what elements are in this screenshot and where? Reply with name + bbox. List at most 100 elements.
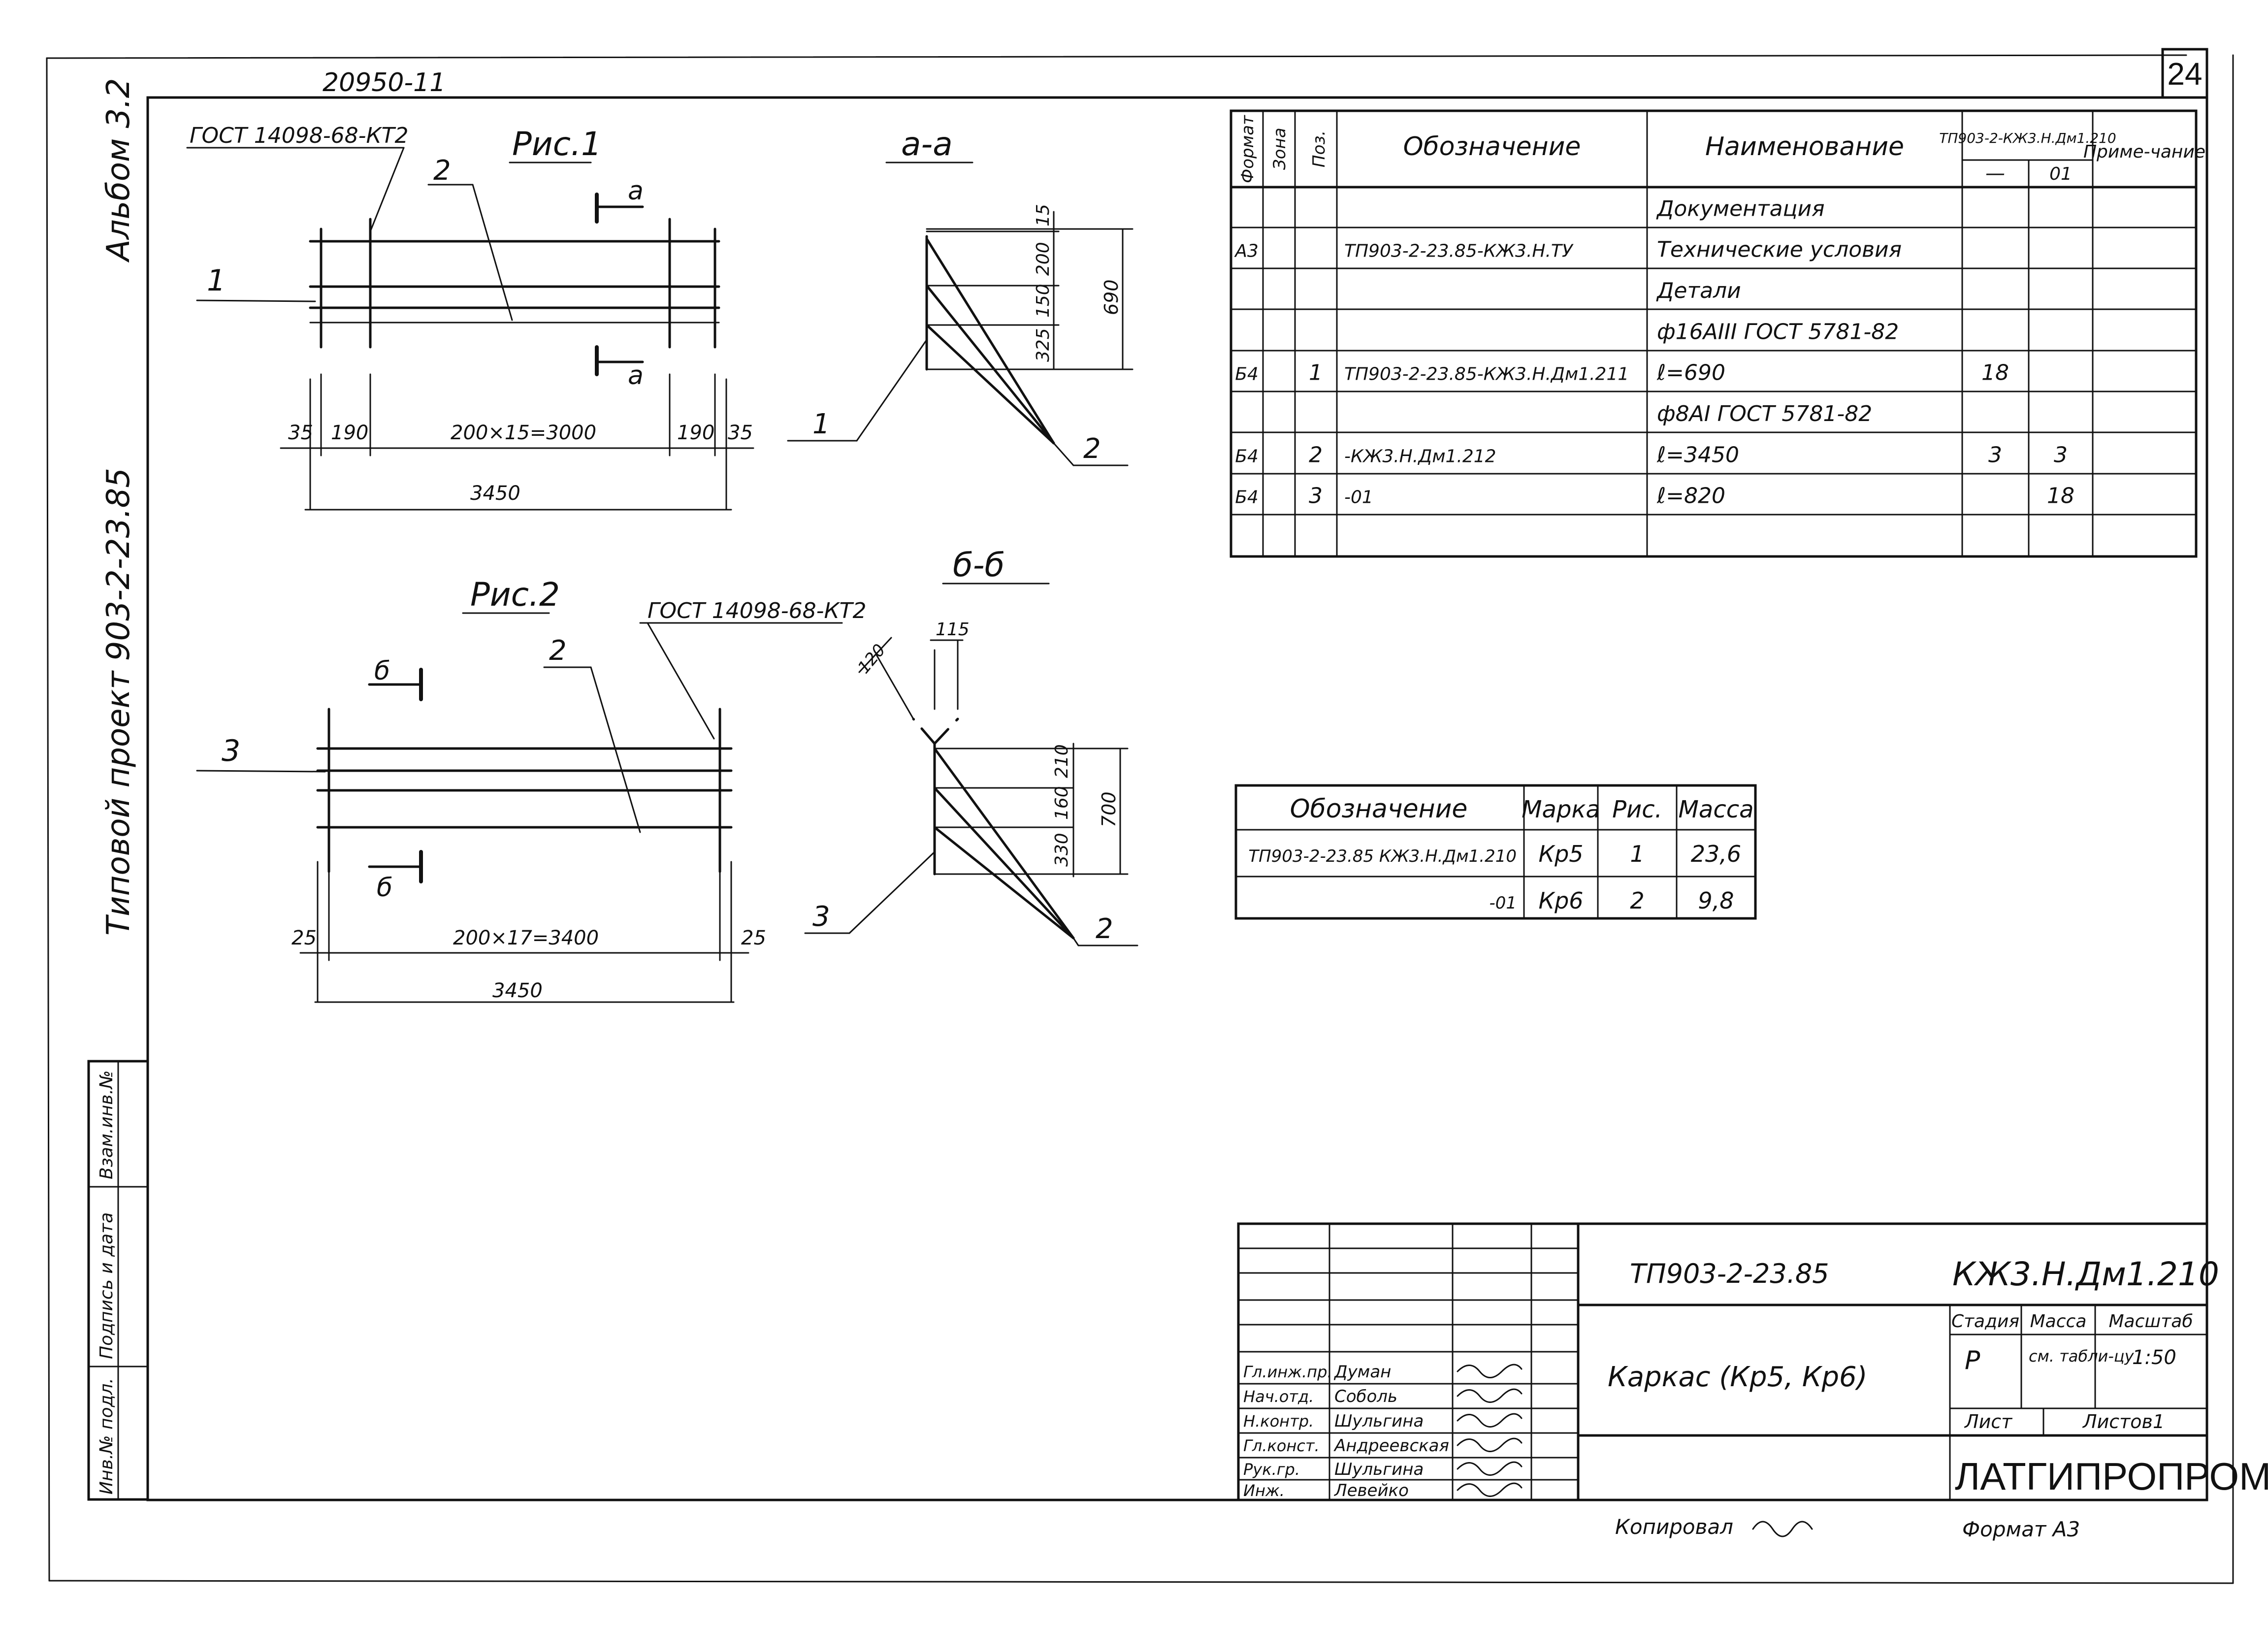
mark-cell-mark: Кр6 xyxy=(1538,887,1583,914)
section-b-dim-3: 330 xyxy=(1052,833,1072,867)
stamp-cell-original: Инв.№ подл. xyxy=(97,1378,117,1495)
fig2-dimensions: 25 200×17=3400 25 3450 xyxy=(292,861,766,1003)
spec-cell-designation: -01 xyxy=(1344,488,1373,508)
figure-2: Рис.2 ГОСТ 14098-68-КТ2 2 3 б б xyxy=(196,576,867,1003)
title-name: Каркас (Кр5, Кр6) xyxy=(1608,1361,1868,1393)
section-a-label-1: 1 xyxy=(812,408,830,440)
signature-icon xyxy=(1457,1437,1523,1452)
fig1-label-2: 2 xyxy=(433,155,451,187)
title-people: Гл.инж.пр.ДуманНач.отд.СобольН.контр.Шул… xyxy=(1243,1362,1523,1500)
mark-cell-mass: 9,8 xyxy=(1698,887,1734,914)
spec-header-qty-group: ТП903-2-КЖ3.Н.Дм1.210 xyxy=(1939,130,2116,146)
fig1-gost: ГОСТ 14098-68-КТ2 xyxy=(190,123,409,148)
signature-icon xyxy=(1457,1364,1523,1378)
spec-cell-name: ℓ=820 xyxy=(1656,484,1725,509)
title-sheet-label: Лист xyxy=(1964,1411,2013,1433)
title-project-code: ТП903-2-23.85 xyxy=(1630,1258,1829,1289)
section-a-dim-2: 150 xyxy=(1033,284,1053,318)
stamp-cell-signature: Подпись и дата xyxy=(97,1212,117,1359)
spec-cell-q2: 3 xyxy=(2054,442,2068,467)
fig1-section-mark-top: а xyxy=(628,176,644,206)
section-a-dim-total: 690 xyxy=(1101,279,1122,315)
mark-cell-designation: ТП903-2-23.85 КЖ3.Н.Дм1.210 xyxy=(1248,847,1517,866)
fig1-dim-left-edge: 35 xyxy=(288,422,313,444)
spec-header-note: Приме-чание xyxy=(2083,142,2205,162)
section-b-b: б-б 115 120 210 160 330 700 2 3 xyxy=(804,546,1138,946)
mark-header-mass: Масса xyxy=(1678,796,1753,823)
fig1-dim-middle: 200×15=3000 xyxy=(451,422,596,444)
fig1-dim-right-edge: 35 xyxy=(728,422,753,444)
fig2-label-2: 2 xyxy=(549,635,567,667)
sheet-frame xyxy=(46,54,2234,1584)
side-stamp: Альбом 3.2 Типовой проект 903-2-23.85 Вз… xyxy=(87,78,149,1501)
section-a-label-2: 2 xyxy=(1083,433,1101,465)
title-block: ТП903-2-23.85 КЖ3.Н.Дм1.210 Каркас (Кр5,… xyxy=(1237,1222,2268,1501)
sheet-number-box: 24 xyxy=(2161,48,2208,99)
footer-copied: Копировал xyxy=(1615,1515,1733,1539)
mark-header-fig: Рис. xyxy=(1612,796,1662,823)
spec-cell-format: Б4 xyxy=(1235,488,1259,508)
mark-header-mark: Марка xyxy=(1522,796,1600,823)
section-b-dim-total: 700 xyxy=(1098,791,1120,827)
spec-cell-name: ℓ=3450 xyxy=(1656,442,1739,467)
person-role: Гл.конст. xyxy=(1243,1436,1320,1455)
signature-icon xyxy=(1457,1388,1523,1403)
fig2-gost: ГОСТ 14098-68-КТ2 xyxy=(648,598,867,623)
spec-cell-format: А3 xyxy=(1234,241,1259,261)
section-b-label-3: 3 xyxy=(812,901,830,933)
title-mass: см. табли-цу xyxy=(2029,1347,2135,1366)
person-name: Шульгина xyxy=(1334,1460,1424,1479)
spec-header-qty-01: 01 xyxy=(2049,164,2072,184)
sheet-number: 24 xyxy=(2167,56,2202,92)
spec-cell-name: Документация xyxy=(1656,196,1825,221)
spec-cell-name: Детали xyxy=(1656,278,1741,303)
spec-header-format: Формат xyxy=(1238,115,1258,183)
title-mass-label: Масса xyxy=(2030,1311,2087,1332)
fig1-cross-bars xyxy=(320,218,716,349)
fig2-dim-left-edge: 25 xyxy=(292,927,317,949)
spec-cell-designation: -КЖ3.Н.Дм1.212 xyxy=(1344,446,1496,466)
title-sheets-label: Листов1 xyxy=(2082,1411,2165,1433)
section-a-dim-1: 200 xyxy=(1033,242,1053,276)
mark-header-designation: Обозначение xyxy=(1290,794,1468,824)
spec-header-name: Наименование xyxy=(1705,132,1904,162)
fig2-dim-middle: 200×17=3400 xyxy=(453,927,599,949)
inventory-number: 20950-11 xyxy=(323,68,446,98)
person-name: Соболь xyxy=(1334,1387,1397,1406)
person-role: Рук.гр. xyxy=(1243,1460,1300,1479)
fig1-section-mark-bottom: а xyxy=(628,361,644,391)
section-a-title: а-а xyxy=(901,125,953,163)
mark-cell-mass: 23,6 xyxy=(1691,841,1741,867)
fig2-cross-bars xyxy=(327,708,721,873)
section-b-label-2: 2 xyxy=(1096,913,1113,945)
spec-cell-name: Технические условия xyxy=(1657,237,1902,262)
fig1-dim-left-step: 190 xyxy=(331,422,368,444)
signature-icon xyxy=(1457,1482,1523,1497)
spec-cell-name: ф8АI ГОСТ 5781-82 xyxy=(1657,401,1872,426)
mark-table: Обозначение Марка Рис. Масса ТП903-2-23.… xyxy=(1234,784,1757,920)
fig2-label-3: 3 xyxy=(222,734,240,768)
spec-cell-q2: 18 xyxy=(2047,484,2074,509)
person-role: Гл.инж.пр. xyxy=(1243,1363,1332,1381)
person-role: Инж. xyxy=(1243,1481,1285,1500)
title-organization: ЛАТГИПРОПРОМ xyxy=(1955,1455,2268,1498)
fig2-dim-total: 3450 xyxy=(492,979,543,1002)
person-name: Левейко xyxy=(1333,1481,1409,1500)
section-b-dim-2: 160 xyxy=(1052,786,1072,820)
person-name: Шульгина xyxy=(1334,1411,1424,1431)
person-name: Андреевская xyxy=(1333,1436,1449,1456)
figure-1: Рис.1 ГОСТ 14098-68-КТ2 2 1 а а xyxy=(186,123,754,511)
spec-cell-pos: 2 xyxy=(1309,442,1323,467)
fig2-dim-right-edge: 25 xyxy=(741,927,766,949)
copied-signature-icon xyxy=(1752,1521,1813,1537)
fig1-dimensions: 35 190 200×15=3000 190 35 3450 xyxy=(280,373,754,511)
person-role: Н.контр. xyxy=(1243,1412,1314,1431)
footer-format: Формат А3 xyxy=(1962,1517,2080,1541)
fig1-label-1: 1 xyxy=(207,263,226,298)
signature-icon xyxy=(1457,1461,1523,1476)
spec-header-zone: Зона xyxy=(1270,128,1290,170)
title-doc-code: КЖ3.Н.Дм1.210 xyxy=(1952,1255,2219,1293)
